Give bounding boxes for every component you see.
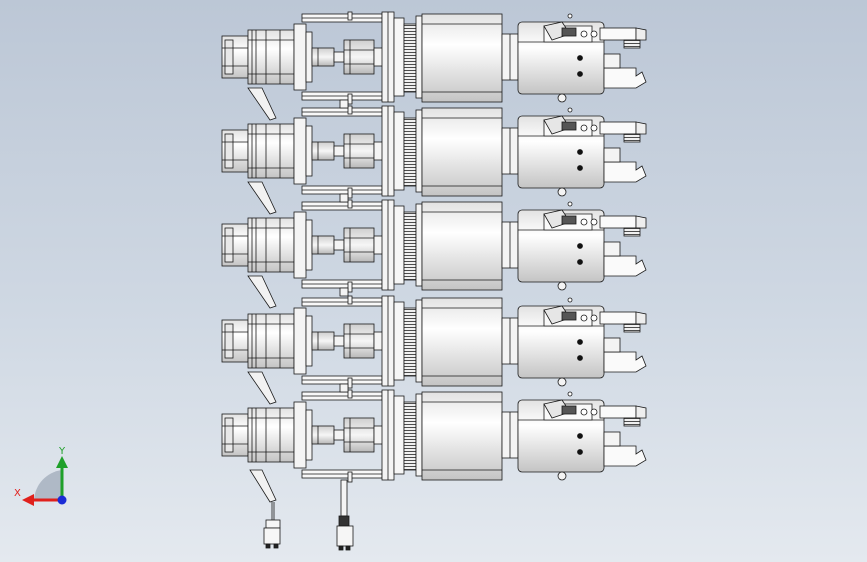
cable-connector: [263, 519, 281, 549]
x-axis-arrowhead: [22, 494, 34, 506]
actuator-module[interactable]: [221, 11, 647, 105]
cable-bundle: [247, 87, 277, 520]
triad-plane-shading: [34, 470, 62, 500]
actuator-module[interactable]: [221, 295, 647, 389]
x-axis-label: X: [14, 488, 21, 499]
actuator-module[interactable]: [221, 105, 647, 199]
orientation-triad: Y X: [14, 446, 68, 506]
actuator-module[interactable]: [221, 389, 647, 483]
y-axis-label: Y: [58, 446, 66, 457]
z-axis-dot: [57, 495, 67, 505]
actuator-module[interactable]: [221, 199, 647, 293]
y-axis-arrowhead: [56, 456, 68, 468]
cable-connector: [336, 515, 354, 551]
